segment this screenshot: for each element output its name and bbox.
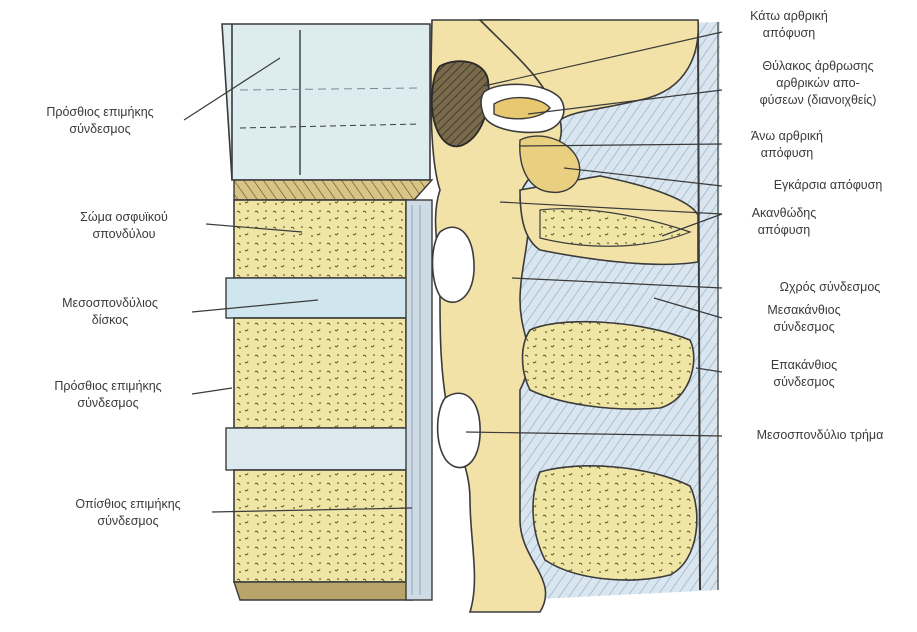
label-facet-joint-capsule: Θύλακος άρθρωσης αρθρικών απο- φύσεων (δ… [728,58,908,109]
label-ligamentum-flavum: Ωχρός σύνδεσμος [750,279,910,296]
label-line: Άνω αρθρική [722,128,852,145]
intervertebral-disc-shape [226,278,416,318]
label-line: απόφυση [724,222,844,239]
label-line: Θύλακος άρθρωσης [728,58,908,75]
label-interspinous-ligament: Μεσακάνθιος σύνδεσμος [744,302,864,336]
intervertebral-foramen-lower [438,393,481,467]
vertebral-body-3 [234,470,406,582]
label-line: σύνδεσμος [744,374,864,391]
vertebral-body-1 [234,200,406,278]
label-posterior-longitudinal-ligament: Οπίσθιος επιμήκης σύνδεσμος [40,496,216,530]
label-superior-articular-process: Άνω αρθρική απόφυση [722,128,852,162]
label-line: Σώμα οσφυϊκού [36,209,212,226]
label-line: Μεσακάνθιος [744,302,864,319]
label-line: Επακάνθιος [744,357,864,374]
label-line: Πρόσθιος επιμήκης [12,104,188,121]
label-line: σύνδεσμος [12,121,188,138]
label-line: Μεσοσπονδύλιος [22,295,198,312]
label-supraspinous-ligament: Επακάνθιος σύνδεσμος [744,357,864,391]
label-line: σύνδεσμος [20,395,196,412]
spinous-process-2 [523,322,694,409]
label-line: Ακανθώδης [724,205,844,222]
label-intervertebral-foramen: Μεσοσπονδύλιο τρήμα [730,427,910,444]
label-line: φύσεων (διανοιχθείς) [728,92,908,109]
label-line: Ωχρός σύνδεσμος [750,279,910,296]
spinous-process-3 [533,466,697,580]
top-disc [222,24,430,180]
label-line: Κάτω αρθρική [724,8,854,25]
label-line: σπονδύλου [36,226,212,243]
label-line: σύνδεσμος [744,319,864,336]
label-line: απόφυση [722,145,852,162]
label-line: δίσκος [22,312,198,329]
label-line: σύνδεσμος [40,513,216,530]
intervertebral-foramen-upper [433,227,475,302]
label-lumbar-vertebral-body: Σώμα οσφυϊκού σπονδύλου [36,209,212,243]
label-transverse-process: Εγκάρσια απόφυση [748,177,908,194]
label-spinous-process: Ακανθώδης απόφυση [724,205,844,239]
label-line: Οπίσθιος επιμήκης [40,496,216,513]
label-intervertebral-disc: Μεσοσπονδύλιος δίσκος [22,295,198,329]
label-line: Πρόσθιος επιμήκης [20,378,196,395]
label-line: αρθρικών απο- [728,75,908,92]
label-anterior-longitudinal-ligament-top: Πρόσθιος επιμήκης σύνδεσμος [12,104,188,138]
label-line: Μεσοσπονδύλιο τρήμα [730,427,910,444]
label-line: απόφυση [724,25,854,42]
label-anterior-longitudinal-ligament-bottom: Πρόσθιος επιμήκης σύνδεσμος [20,378,196,412]
label-inferior-articular-process: Κάτω αρθρική απόφυση [724,8,854,42]
vertebral-body-2 [234,318,406,428]
label-line: Εγκάρσια απόφυση [748,177,908,194]
